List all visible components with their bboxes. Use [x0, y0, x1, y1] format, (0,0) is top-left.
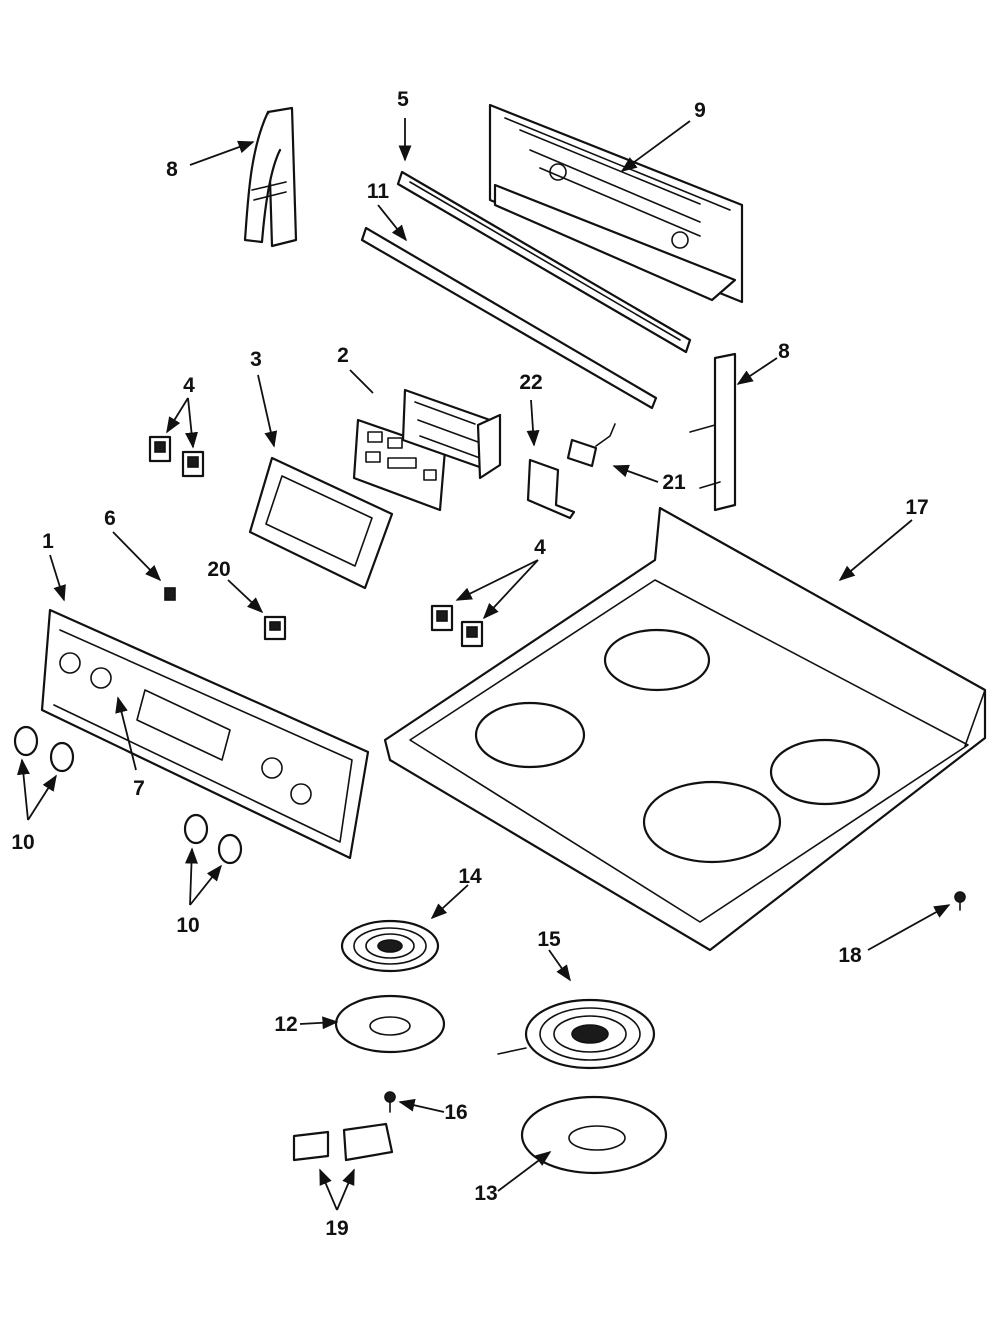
callout-5: 5: [397, 88, 409, 111]
part-13-drip-pan-large: [520, 1095, 668, 1175]
part-5-trim-strip: [396, 170, 692, 354]
callout-1: 1: [42, 530, 54, 553]
callout-13: 13: [474, 1182, 497, 1205]
callout-6: 6: [104, 507, 116, 530]
callout-10-left: 10: [11, 831, 34, 854]
callout-17: 17: [905, 496, 928, 519]
part-8-left-side-bracket: [243, 106, 298, 248]
part-2-electronic-control: [352, 388, 502, 512]
part-20-switch: [263, 615, 287, 641]
part-16-screw: [384, 1091, 396, 1113]
callout-7: 7: [133, 777, 145, 800]
leader-arrows: [17, 118, 951, 1211]
callout-12: 12: [274, 1013, 297, 1036]
part-4-switches-upper: [148, 435, 205, 478]
callout-18: 18: [838, 944, 862, 967]
part-10-knobs-left: [13, 725, 75, 773]
part-4-switches-lower: [430, 604, 484, 648]
part-21-switch: [566, 423, 616, 468]
part-9-rear-panel: [488, 103, 744, 304]
part-17-cooktop: [383, 506, 987, 952]
callout-8-left: 8: [166, 158, 178, 181]
part-15-surface-element-large: [497, 998, 656, 1070]
callout-4-lower: 4: [534, 536, 546, 559]
callout-8-right: 8: [778, 340, 790, 363]
part-11-trim-strip: [360, 226, 658, 410]
part-19-terminal-blocks: [292, 1122, 394, 1162]
callout-20: 20: [207, 558, 230, 581]
part-10-knobs-right: [183, 813, 243, 865]
part-3-display-window: [248, 456, 394, 590]
callout-11: 11: [367, 180, 390, 203]
part-18-screw: [954, 891, 966, 911]
part-8-right-side-bracket: [689, 352, 737, 512]
callout-14: 14: [458, 865, 482, 888]
callout-2: 2: [337, 344, 349, 367]
part-6-clip: [164, 587, 176, 601]
callout-19: 19: [325, 1217, 348, 1240]
callout-16: 16: [444, 1101, 467, 1124]
part-14-surface-element-small: [340, 919, 440, 973]
callout-labels: 1 2 3 4 4 5 6 7 8 8 9 10 10 11 12 13 14 …: [11, 88, 928, 1240]
part-22-bracket: [526, 458, 576, 520]
part-12-drip-pan-small: [334, 994, 446, 1054]
callout-22: 22: [519, 371, 542, 394]
callout-10-right: 10: [176, 914, 199, 937]
part-1-control-panel: [40, 608, 370, 860]
callout-4-upper: 4: [183, 374, 195, 397]
callout-21: 21: [662, 471, 686, 494]
callout-9: 9: [694, 99, 706, 122]
callout-15: 15: [537, 928, 561, 951]
callout-3: 3: [250, 348, 262, 371]
